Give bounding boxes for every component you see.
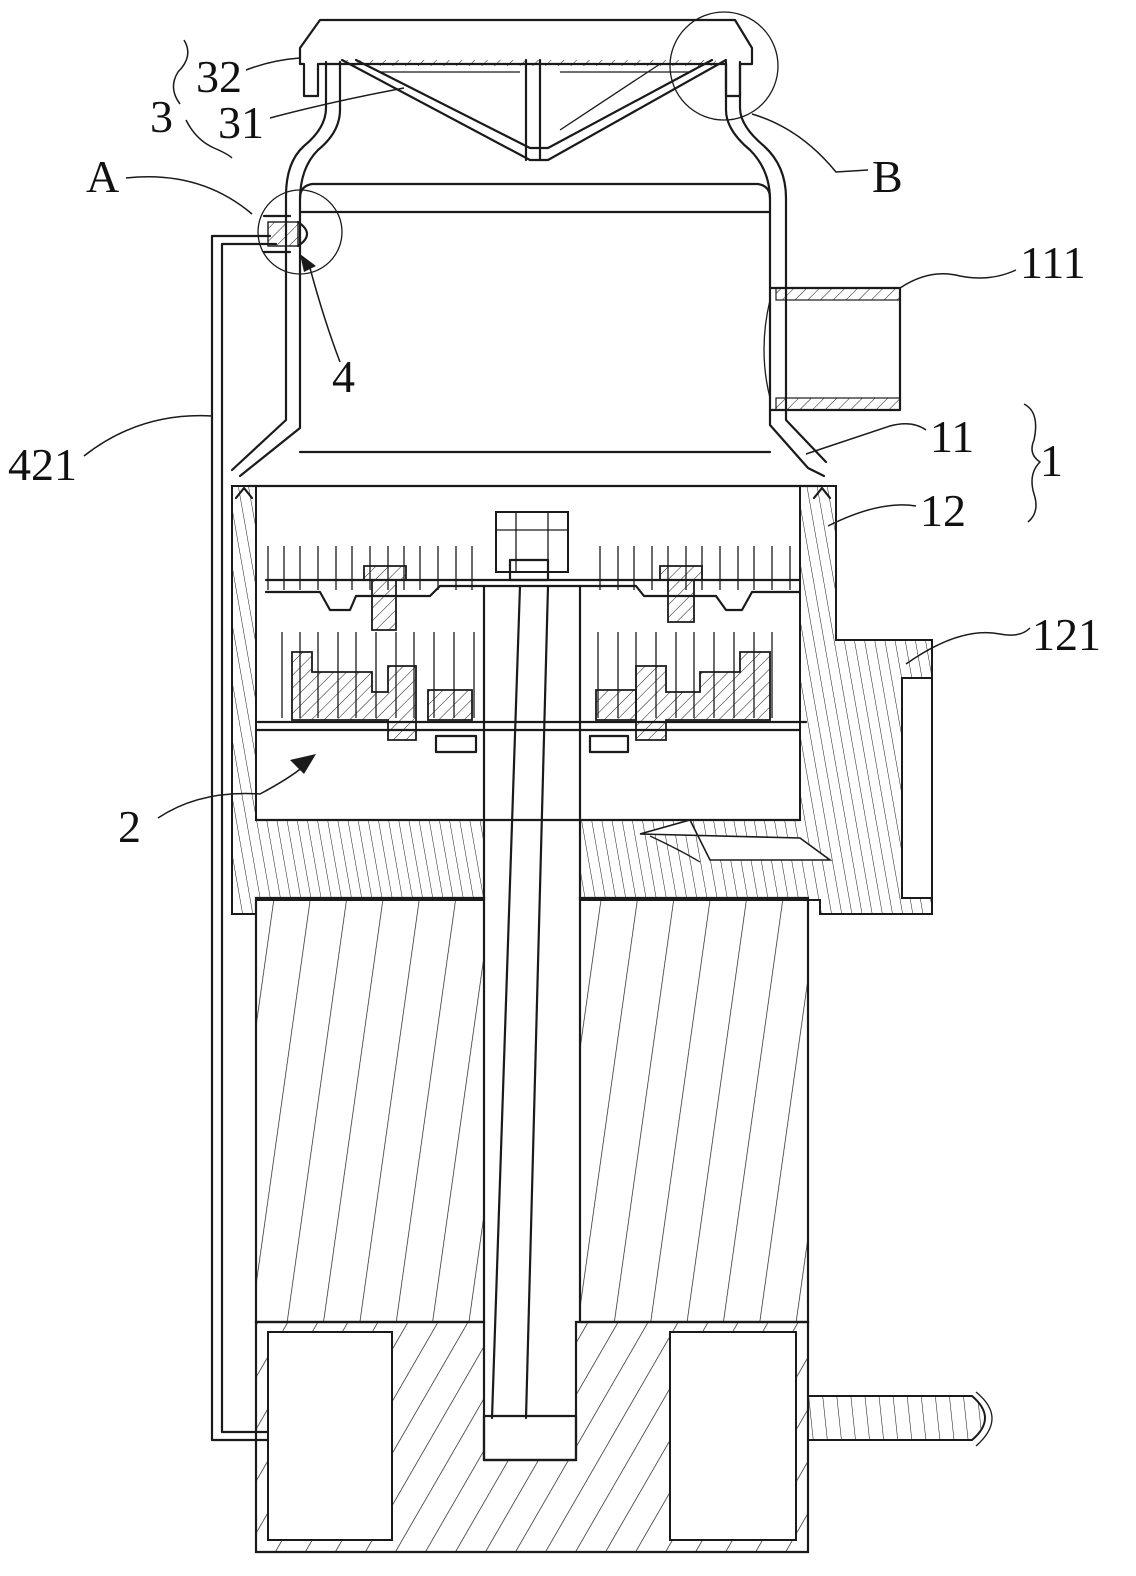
label-1: 1: [1040, 435, 1063, 486]
motor-base: [254, 1320, 993, 1554]
motor-stator: [254, 896, 810, 1324]
label-111: 111: [1020, 237, 1086, 288]
upper-housing: [230, 60, 828, 488]
reference-labels: 32 3 31 A B 111 4 421 11 1 12 121 2: [8, 51, 1101, 852]
label-32: 32: [196, 51, 242, 102]
wire-421: [210, 234, 284, 1442]
label-a: A: [86, 151, 119, 202]
outlet-pipe: [763, 286, 902, 412]
leader-lines: [83, 39, 1042, 819]
lower-housing-12: [231, 485, 933, 915]
label-3: 3: [150, 91, 173, 142]
sensor-4: [262, 214, 309, 254]
grinding-assembly: [256, 511, 808, 754]
top-cover-assembly: [298, 18, 754, 162]
detail-circle-a: [257, 189, 343, 275]
label-2: 2: [118, 801, 141, 852]
label-421: 421: [8, 439, 77, 490]
label-121: 121: [1032, 609, 1101, 660]
label-4: 4: [332, 351, 355, 402]
motor-shaft: [482, 558, 582, 1462]
label-12: 12: [920, 485, 966, 536]
label-b: B: [872, 151, 903, 202]
label-11: 11: [930, 411, 974, 462]
detail-circle-b: [669, 11, 779, 121]
label-31: 31: [218, 97, 264, 148]
